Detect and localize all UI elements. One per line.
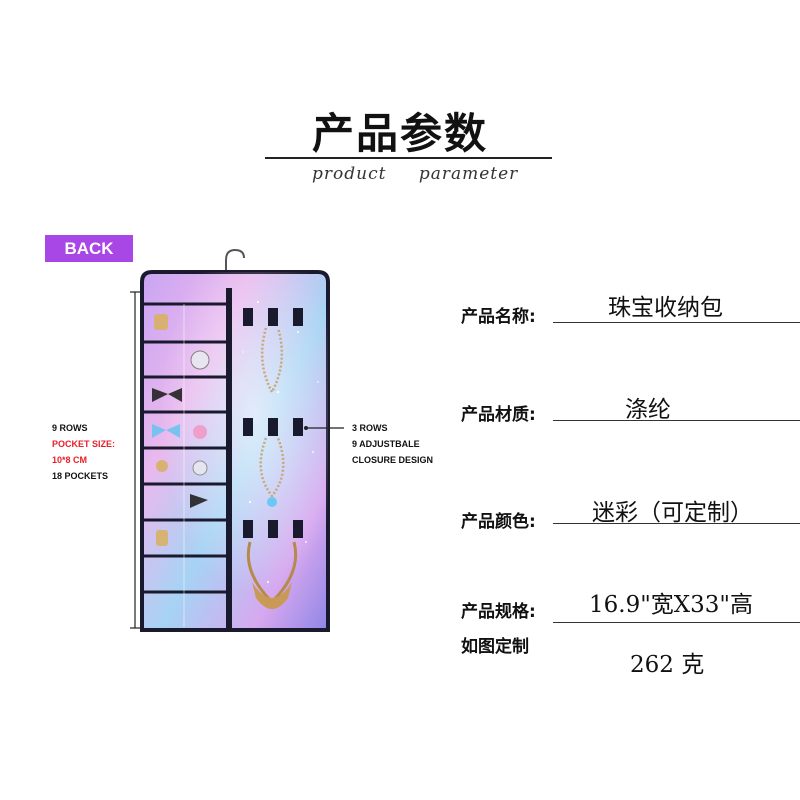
necklace-icon (246, 327, 298, 609)
page-title: 产品参数 (311, 109, 488, 158)
pocket-rows-text: 9 ROWS (52, 423, 88, 433)
spec-value-color: 迷彩（可定制） (592, 500, 753, 526)
pocket-note: 9 ROWS POCKET SIZE: 10*8 CM 18 POCKETS (52, 420, 115, 484)
closure-count-text: 9 ADJUSTBALE (352, 439, 420, 449)
weight-value: 262 克 (630, 652, 705, 678)
spec-label-color: 产品颜色: (461, 512, 536, 532)
pocket-count-text: 18 POCKETS (52, 471, 109, 481)
spec-value-material: 涤纶 (625, 397, 671, 423)
spec-rule-name (553, 322, 800, 323)
closure-rows-text: 3 ROWS (352, 423, 388, 433)
spec-rule-size (553, 622, 800, 623)
spec-label-material: 产品材质: (461, 405, 536, 425)
spec-rule-color (553, 523, 800, 524)
title-divider (265, 157, 552, 159)
spec-value-size: 16.9"宽X33"高 (589, 592, 754, 618)
closure-note: 3 ROWS 9 ADJUSTBALE CLOSURE DESIGN (352, 420, 433, 468)
spec-value-name: 珠宝收纳包 (608, 295, 723, 321)
jewelry-organizer-image (140, 248, 330, 632)
back-badge: BACK (45, 235, 133, 262)
custom-label: 如图定制 (461, 637, 529, 657)
pocket-size-value: 10*8 CM (52, 455, 88, 465)
closure-pointer-line (304, 426, 344, 430)
spec-label-name: 产品名称: (461, 307, 536, 327)
pocket-size-label: POCKET SIZE: (52, 439, 116, 449)
pocket-grid (142, 302, 226, 627)
closure-loops (243, 308, 303, 538)
spec-label-size: 产品规格: (461, 602, 536, 622)
spec-rule-material (553, 420, 800, 421)
height-dimension-line (130, 291, 140, 629)
page-subtitle: product parameter (312, 164, 519, 184)
closure-design-text: CLOSURE DESIGN (352, 455, 434, 465)
